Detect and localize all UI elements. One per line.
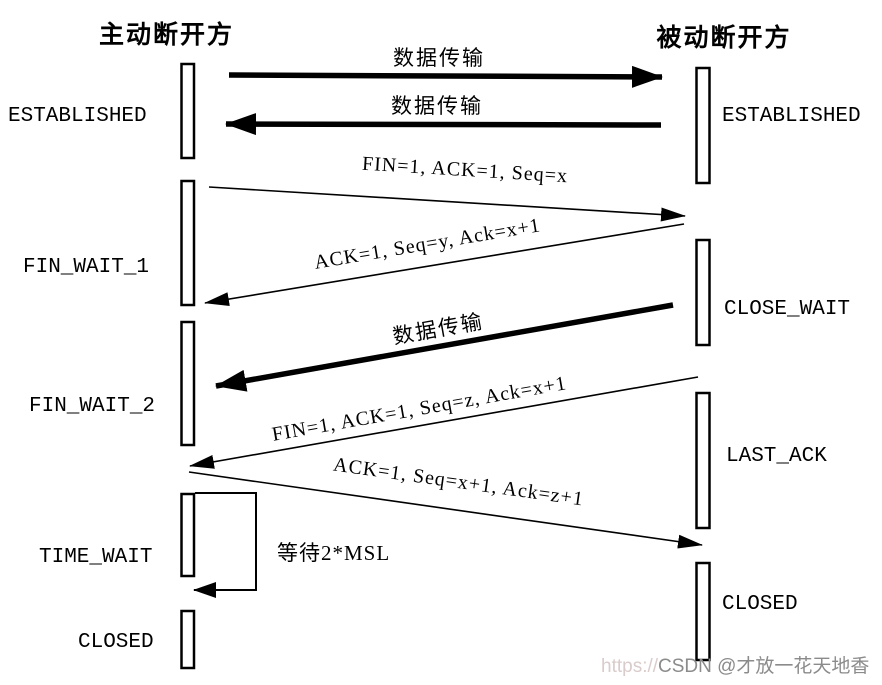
- lifeline-bar-right-lastack: [695, 391, 711, 530]
- lifeline-bar-left-timewait: [180, 492, 196, 578]
- state-left-established: ESTABLISHED: [8, 105, 147, 128]
- arrow-fin-2: [189, 376, 699, 469]
- title-passive-closer: 被动断开方: [656, 24, 792, 52]
- msg-wait-2msl: 等待2*MSL: [277, 541, 391, 565]
- lifeline-bar-right-closed: [695, 561, 711, 662]
- state-right-last-ack: LAST_ACK: [726, 445, 827, 468]
- state-left-closed: CLOSED: [78, 631, 154, 654]
- watermark-author: CSDN @才放一花天地香: [658, 656, 870, 677]
- arrow-fin-1: [208, 186, 686, 222]
- lifeline-bar-left-finwait2: [180, 320, 196, 447]
- lifeline-bar-right-closewait: [695, 238, 711, 347]
- state-right-established: ESTABLISHED: [722, 105, 861, 128]
- arrow-data-transfer-left: [225, 113, 662, 136]
- arrow-data-transfer-right: [228, 65, 663, 88]
- watermark: https://CSDN @才放一花天地香: [601, 651, 869, 678]
- watermark-url-fragment: https://: [601, 656, 659, 677]
- lifeline-bar-left-established: [180, 62, 196, 160]
- title-active-closer: 主动断开方: [99, 21, 235, 49]
- arrow-data-transfer-left-2: [215, 302, 674, 392]
- state-right-close-wait: CLOSE_WAIT: [724, 298, 851, 321]
- lifeline-bar-left-closed: [180, 609, 196, 670]
- msg-data-transfer-1: 数据传输: [393, 47, 485, 70]
- arrow-ack-1: [204, 223, 685, 307]
- lifeline-bar-right-established: [695, 66, 711, 185]
- arrow-ack-2: [188, 471, 703, 549]
- state-right-closed: CLOSED: [722, 593, 798, 616]
- lifeline-bar-left-finwait1: [180, 179, 196, 307]
- msg-data-transfer-2: 数据传输: [391, 95, 483, 118]
- state-left-fin-wait-1: FIN_WAIT_1: [23, 256, 150, 279]
- arrow-timewait-loop: [193, 492, 257, 598]
- state-left-time-wait: TIME_WAIT: [39, 546, 153, 569]
- state-left-fin-wait-2: FIN_WAIT_2: [29, 395, 156, 418]
